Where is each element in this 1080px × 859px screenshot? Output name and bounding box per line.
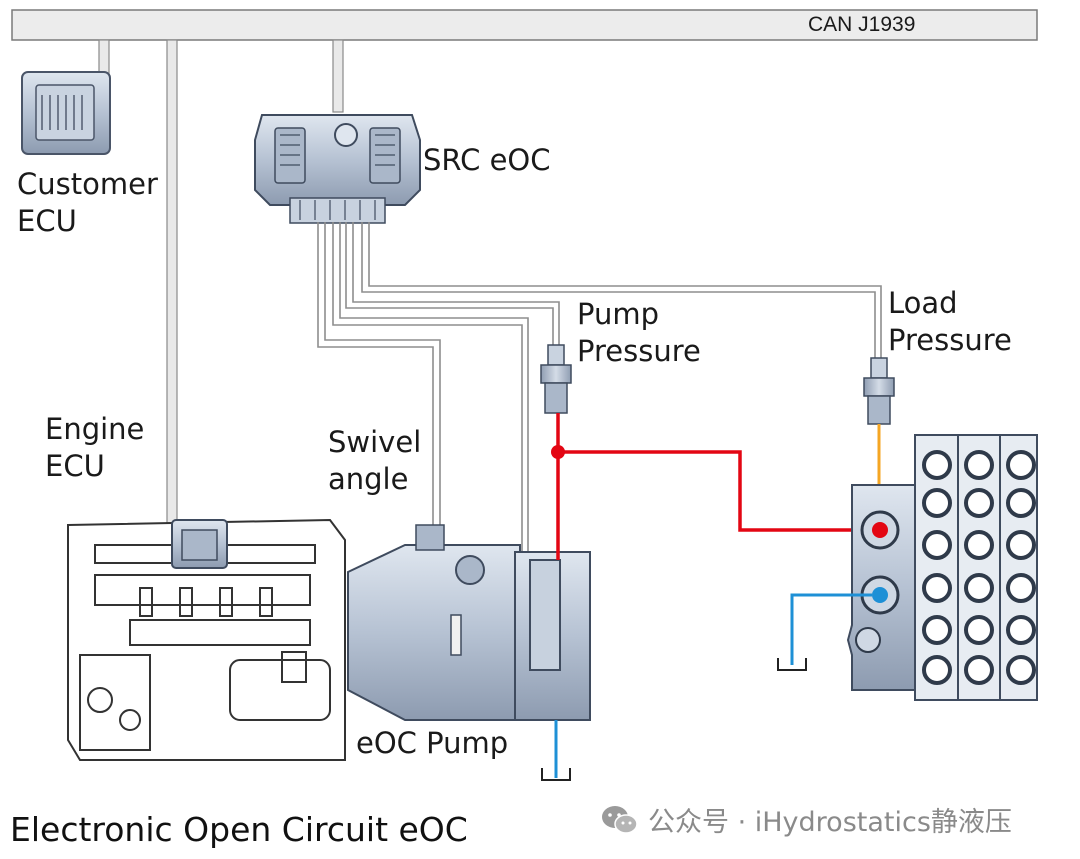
wechat-icon [602, 805, 638, 834]
pump-pressure-label-line1: Pump [577, 297, 660, 331]
customer-ecu-label-line2: ECU [17, 204, 77, 238]
src-eoc-controller [254, 114, 421, 224]
load-pressure-label-line2: Pressure [888, 323, 1012, 357]
customer-ecu-label: Customer ECU [17, 166, 158, 240]
customer-ecu [21, 71, 111, 155]
swivel-angle-label: Swivel angle [328, 424, 421, 498]
pressure-junction [551, 445, 565, 459]
engine-ecu-label-line1: Engine [45, 412, 145, 446]
eoc-pump-label: eOC Pump [356, 726, 509, 760]
control-valve-block [846, 434, 1038, 701]
can-bus-label: CAN J1939 [808, 13, 916, 36]
signal-wires [317, 222, 882, 565]
swivel-angle-label-line1: Swivel [328, 425, 422, 459]
watermark: 公众号 · iHydrostatics静液压 [600, 800, 1012, 839]
engine-ecu [171, 519, 228, 569]
customer-ecu-label-line1: Customer [17, 167, 158, 201]
engine-ecu-label: Engine ECU [45, 411, 144, 485]
engine [67, 518, 346, 761]
pump-tank-line [541, 720, 571, 781]
pump-pressure-label: Pump Pressure [577, 296, 701, 370]
load-pressure-label: Load Pressure [888, 285, 1012, 359]
valve-tank-line [777, 593, 872, 671]
load-pressure-sensor [863, 357, 895, 425]
src-eoc-label: SRC eOC [423, 143, 551, 177]
can-bus [11, 9, 1038, 41]
swivel-angle-label-line2: angle [328, 462, 409, 496]
pump-pressure-sensor [540, 344, 572, 414]
pump-pressure-label-line2: Pressure [577, 334, 701, 368]
eoc-pump [347, 524, 591, 721]
watermark-text: 公众号 · iHydrostatics静液压 [648, 807, 1012, 838]
diagram-title: Electronic Open Circuit eOC [10, 810, 468, 849]
engine-ecu-label-line2: ECU [45, 449, 105, 483]
pressure-line [556, 413, 880, 560]
load-pressure-label-line1: Load [888, 286, 958, 320]
